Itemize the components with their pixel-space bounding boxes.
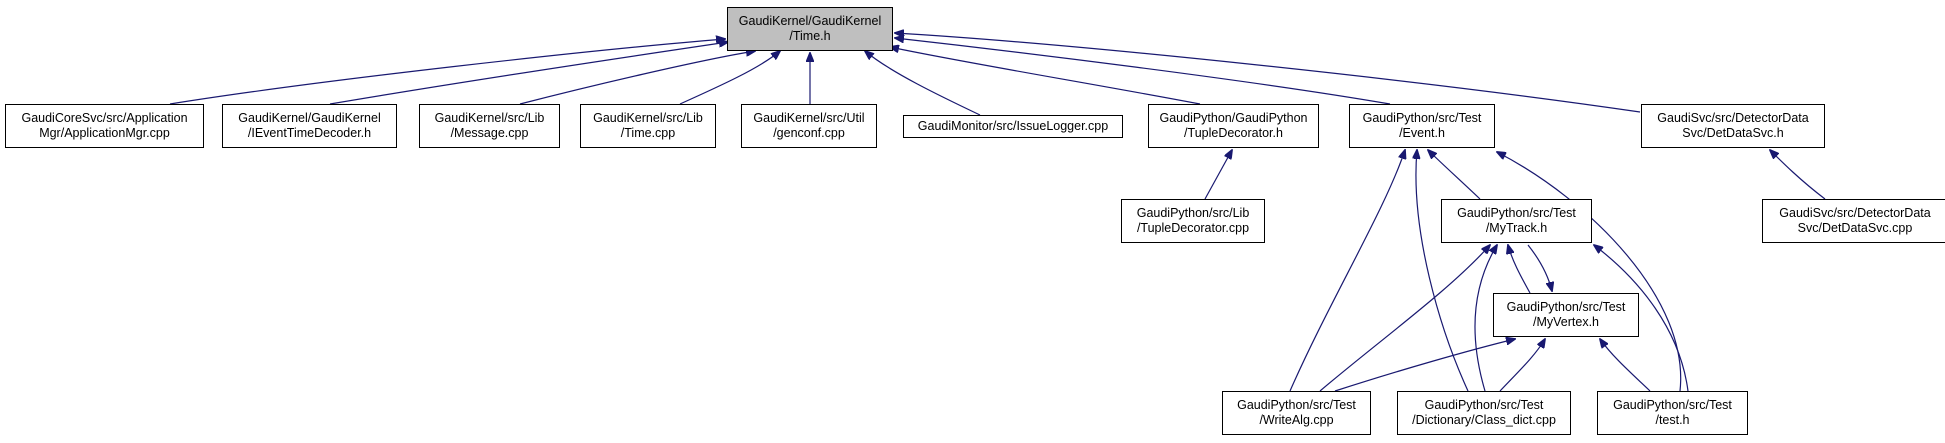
node-label-line: GaudiPython/src/Test: [1362, 111, 1482, 125]
node-label-line: GaudiPython/src/Test: [1424, 398, 1544, 412]
node-test-h[interactable]: GaudiPython/src/Test /test.h: [1597, 391, 1748, 435]
edge-message-to-time: [519, 51, 755, 105]
node-tupledecorator-cpp[interactable]: GaudiPython/src/Lib /TupleDecorator.cpp: [1121, 199, 1265, 243]
node-label-line: GaudiMonitor/src/IssueLogger.cpp: [917, 119, 1109, 133]
node-event-h[interactable]: GaudiPython/src/Test /Event.h: [1349, 104, 1495, 148]
node-mytrack-h[interactable]: GaudiPython/src/Test /MyTrack.h: [1441, 199, 1592, 243]
node-writealg-cpp[interactable]: GaudiPython/src/Test /WriteAlg.cpp: [1222, 391, 1371, 435]
edge-writealg-to-event: [1289, 150, 1405, 392]
node-label-line: /TupleDecorator.h: [1184, 126, 1283, 140]
node-class-dict-cpp[interactable]: GaudiPython/src/Test /Dictionary/Class_d…: [1397, 391, 1571, 435]
node-label-line: Svc/DetDataSvc.h: [1682, 126, 1784, 140]
node-label-line: Svc/DetDataSvc.cpp: [1797, 221, 1913, 235]
node-label-line: GaudiSvc/src/DetectorData: [1657, 111, 1809, 125]
node-label-line: /MyTrack.h: [1485, 221, 1548, 235]
edge-event-to-time: [895, 38, 1391, 105]
node-message-cpp[interactable]: GaudiKernel/src/Lib /Message.cpp: [419, 104, 560, 148]
node-label-line: GaudiKernel/src/Lib: [434, 111, 545, 125]
node-label-line: /Time.cpp: [620, 126, 676, 140]
node-label-line: /WriteAlg.cpp: [1259, 413, 1334, 427]
node-applicationmgr-cpp[interactable]: GaudiCoreSvc/src/Application Mgr/Applica…: [5, 104, 204, 148]
node-label-line: /Message.cpp: [450, 126, 529, 140]
edge-time-cpp-to-time: [679, 51, 780, 105]
node-label-line: GaudiKernel/GaudiKernel: [738, 14, 882, 28]
edge-test-h-to-event: [1497, 152, 1682, 392]
edge-issuelogger-to-time: [865, 51, 981, 116]
node-label-line: /MyVertex.h: [1533, 315, 1599, 329]
edge-ieventtimedecoder-to-time: [329, 42, 728, 105]
node-label-line: /IEventTimeDecoder.h: [247, 126, 372, 140]
node-label-line: /test.h: [1655, 413, 1690, 427]
node-time-h: GaudiKernel/GaudiKernel /Time.h: [727, 7, 893, 51]
edge-test-h-to-mytrack: [1594, 245, 1689, 392]
node-label-line: Mgr/ApplicationMgr.cpp: [39, 126, 170, 140]
node-label-line: GaudiPython/GaudiPython: [1159, 111, 1308, 125]
node-time-cpp[interactable]: GaudiKernel/src/Lib /Time.cpp: [580, 104, 716, 148]
node-issuelogger-cpp[interactable]: GaudiMonitor/src/IssueLogger.cpp: [903, 115, 1123, 138]
edge-writealg-to-mytrack: [1319, 245, 1490, 392]
edge-detdatasvc-cpp-to-detdatasvc-h: [1770, 150, 1826, 200]
node-label-line: GaudiPython/src/Lib: [1136, 206, 1250, 220]
edge-class-dict-to-event: [1416, 150, 1469, 392]
node-ieventtimedecoder-h[interactable]: GaudiKernel/GaudiKernel /IEventTimeDecod…: [222, 104, 397, 148]
node-label-line: /TupleDecorator.cpp: [1136, 221, 1250, 235]
edge-tupledecorator-h-to-time: [890, 47, 1201, 105]
node-label-line: GaudiKernel/GaudiKernel: [238, 111, 381, 125]
node-label-line: /Event.h: [1399, 126, 1445, 140]
node-label-line: GaudiPython/src/Test: [1237, 398, 1356, 412]
node-genconf-cpp[interactable]: GaudiKernel/src/Util /genconf.cpp: [741, 104, 877, 148]
node-label-line: GaudiKernel/src/Lib: [593, 111, 703, 125]
node-label-line: /genconf.cpp: [773, 126, 845, 140]
node-label-line: GaudiPython/src/Test: [1613, 398, 1732, 412]
edge-myvertex-to-mytrack: [1508, 245, 1531, 294]
edge-mytrack-to-myvertex: [1527, 244, 1552, 291]
node-label-line: /Time.h: [789, 29, 831, 43]
node-label-line: GaudiCoreSvc/src/Application: [21, 111, 188, 125]
node-label-line: GaudiKernel/src/Util: [753, 111, 865, 125]
edge-mytrack-to-event: [1428, 150, 1481, 200]
node-label-line: GaudiSvc/src/DetectorData: [1779, 206, 1931, 220]
node-label-line: GaudiPython/src/Test: [1506, 300, 1626, 314]
node-label-line: GaudiPython/src/Test: [1457, 206, 1576, 220]
node-detdatasvc-h[interactable]: GaudiSvc/src/DetectorData Svc/DetDataSvc…: [1641, 104, 1825, 148]
node-label-line: /Dictionary/Class_dict.cpp: [1412, 413, 1556, 427]
node-detdatasvc-cpp[interactable]: GaudiSvc/src/DetectorData Svc/DetDataSvc…: [1762, 199, 1945, 243]
edge-detdatasvc-h-to-time: [895, 33, 1641, 113]
edge-tupledecorator-cpp-to-tupledecorator-h: [1204, 150, 1232, 200]
edge-test-h-to-myvertex: [1600, 339, 1651, 392]
edge-class-dict-to-mytrack: [1474, 245, 1497, 392]
node-myvertex-h[interactable]: GaudiPython/src/Test /MyVertex.h: [1493, 293, 1639, 337]
edge-class-dict-to-myvertex: [1499, 339, 1545, 392]
edge-writealg-to-myvertex: [1334, 339, 1515, 392]
node-tupledecorator-h[interactable]: GaudiPython/GaudiPython /TupleDecorator.…: [1148, 104, 1319, 148]
edge-appmgr-to-time: [169, 39, 725, 105]
